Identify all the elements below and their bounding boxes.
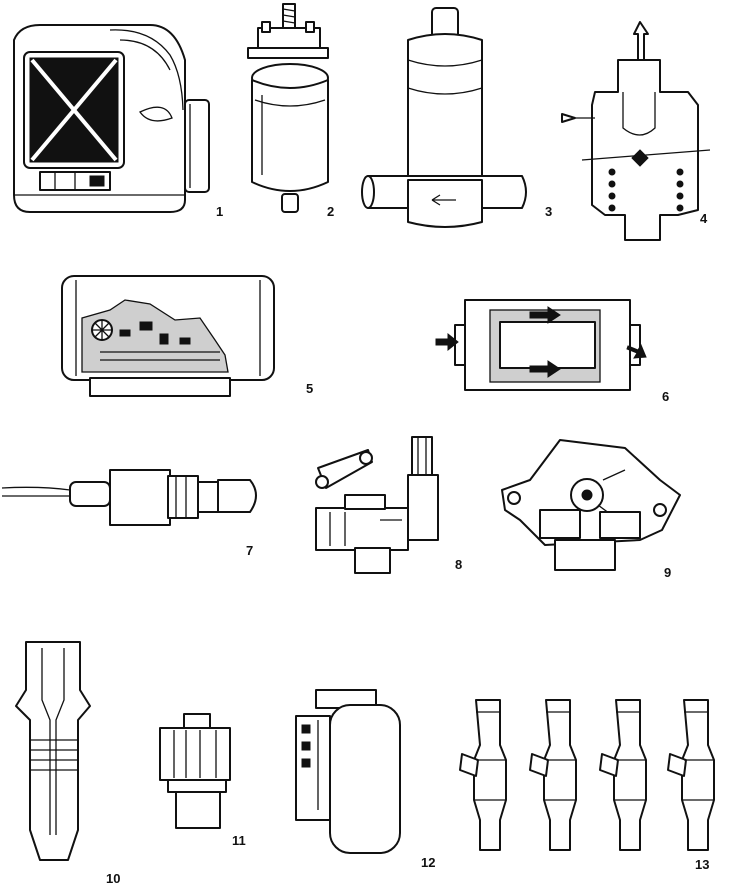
component-9-throttle-switch	[501, 439, 681, 571]
component-13-injectors	[459, 699, 715, 851]
component-4-pressure-regulator	[561, 21, 711, 241]
injector-1	[459, 699, 507, 851]
component-10-temperature-sensor	[15, 641, 91, 861]
component-11-thermo-switch	[159, 713, 231, 829]
component-3-auxiliary-air-valve	[361, 7, 527, 228]
component-6-fuel-filter	[435, 299, 647, 391]
component-2-fuel-pump	[247, 3, 329, 213]
component-12-ignition-coil	[295, 689, 401, 854]
label-3: 3	[545, 204, 553, 219]
label-6: 6	[662, 389, 670, 404]
label-12: 12	[421, 855, 436, 870]
injector-3	[599, 699, 647, 851]
label-8: 8	[455, 557, 463, 572]
label-10: 10	[106, 871, 121, 886]
label-7: 7	[246, 543, 254, 558]
label-11: 11	[232, 833, 246, 848]
component-1-air-flow-meter	[13, 24, 210, 213]
label-5: 5	[306, 381, 314, 396]
injector-2	[529, 699, 577, 851]
injector-4	[667, 699, 715, 851]
label-2: 2	[327, 204, 335, 219]
label-4: 4	[700, 211, 708, 226]
label-9: 9	[664, 565, 672, 580]
component-5-ecu	[61, 275, 275, 397]
component-8-throttle-valve	[315, 436, 439, 574]
label-13: 13	[695, 857, 710, 872]
component-7-oxygen-sensor	[1, 469, 257, 526]
label-1: 1	[216, 204, 224, 219]
